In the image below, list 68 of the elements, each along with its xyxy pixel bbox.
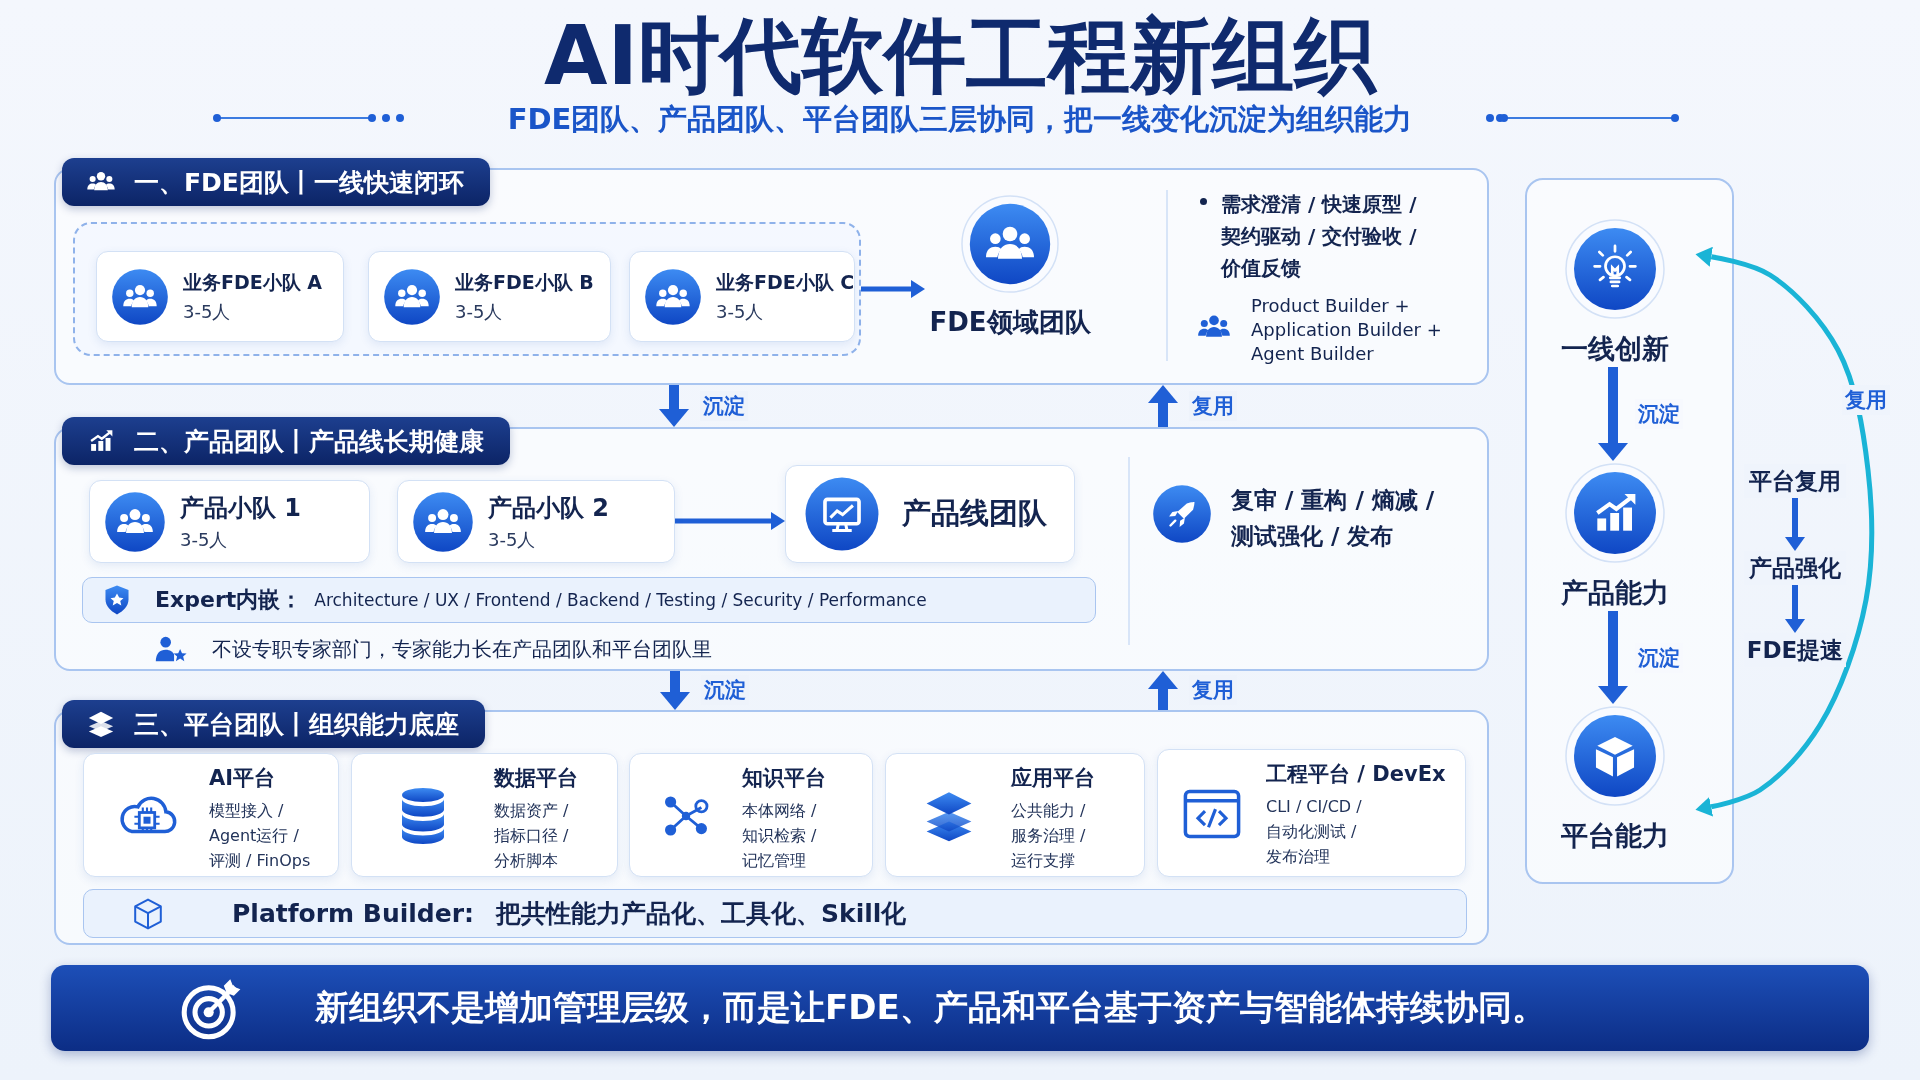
platform-name: AI平台: [209, 765, 277, 792]
arrow: [1785, 585, 1805, 633]
subtitle: FDE团队、产品团队、平台团队三层协同，把一线变化沉淀为组织能力: [507, 101, 1413, 138]
task-list-text: 需求澄清 / 快速原型 / 契约驱动 / 交付验收 / 价值反馈: [1221, 191, 1418, 282]
platform-features: 公共能力 / 服务治理 / 运行支撑: [1011, 800, 1087, 872]
note-text: 不设专职专家部门，专家能力长在产品团队和平台团队里: [212, 636, 712, 663]
platform-features: 模型接入 / Agent运行 / 评测 / FinOps: [209, 800, 312, 872]
summary-banner: [51, 965, 1869, 1051]
practice-list-text: 复审 / 重构 / 熵减 / 测试强化 / 发布: [1231, 486, 1436, 551]
summary-text: 新组织不是增加管理层级，而是让FDE、产品和平台基于资产与智能体持续协同。: [315, 986, 1546, 1029]
team-name: 产品小队 2: [488, 492, 610, 524]
team-card: [785, 465, 1075, 563]
team-name: 业务FDE小队 B: [455, 269, 594, 295]
stage-name: 产品能力: [1561, 576, 1669, 610]
stage-name: 平台能力: [1561, 819, 1669, 853]
arrow: [1148, 385, 1178, 427]
column-panel: [1525, 178, 1734, 884]
expert-bar: [82, 577, 1096, 623]
stage-name: 一线创新: [1561, 332, 1669, 366]
builder-text: 把共性能力产品化、工具化、Skill化: [496, 898, 907, 930]
platform-card: [1157, 749, 1466, 877]
team-name: 产品小队 1: [180, 492, 302, 524]
team-card: [96, 251, 344, 342]
platform-name: 数据平台: [494, 765, 579, 792]
arrow: [1598, 367, 1628, 461]
curved-arrow: [1695, 246, 1875, 817]
diagram-title: AI时代软件工程新组织: [544, 8, 1376, 104]
section-title: 二、产品团队丨产品线长期健康: [134, 425, 484, 458]
expert-heading: Expert内嵌：: [155, 586, 303, 614]
team-name: 产品线团队: [902, 495, 1047, 532]
platform-card: [629, 753, 873, 877]
team-card: [397, 480, 675, 563]
team-name: FDE领域团队: [929, 306, 1091, 339]
team-card: [368, 251, 611, 342]
arrow: [1598, 611, 1628, 704]
platform-name: 应用平台: [1011, 765, 1096, 792]
platform-name: 工程平台 / DevEx: [1266, 761, 1446, 788]
team-size: 3-5人: [455, 299, 504, 324]
edge-label: 复用: [1189, 391, 1237, 421]
arrow: [1785, 498, 1805, 551]
platform-card: [885, 753, 1145, 877]
team-card: [89, 480, 370, 563]
expert-list: Architecture / UX / Frontend / Backend / Testing / Security / Performance: [314, 590, 927, 610]
team-card: [629, 251, 855, 342]
builder-bar: [83, 889, 1467, 938]
platform-features: 数据资产 / 指标口径 / 分析脚本: [494, 800, 570, 872]
section-title: 三、平台团队丨组织能力底座: [134, 708, 459, 741]
team-size: 3-5人: [488, 527, 537, 552]
team-size: 3-5人: [716, 299, 765, 324]
arrow: [1148, 671, 1178, 710]
platform-features: 本体网络 / 知识检索 / 记忆管理: [742, 800, 818, 872]
platform-features: CLI / CI/CD / 自动化测试 / 发布治理: [1266, 796, 1363, 868]
team-size: 3-5人: [180, 527, 229, 552]
arrow: [659, 385, 689, 427]
platform-card: [351, 753, 618, 877]
dashed-group-frame: [73, 222, 861, 356]
section-title: 一、FDE团队丨一线快速闭环: [134, 166, 464, 199]
arrow: [660, 671, 690, 710]
team-name: 业务FDE小队 C: [716, 269, 855, 295]
edge-label: 沉淀: [700, 391, 748, 421]
team-name: 业务FDE小队 A: [183, 269, 323, 295]
arrow: [861, 280, 925, 298]
role-list-text: Product Builder + Application Builder + Agent Builder: [1251, 294, 1443, 366]
platform-name: 知识平台: [742, 765, 827, 792]
builder-text: Platform Builder:: [232, 899, 475, 928]
platform-card: [83, 753, 339, 877]
team-size: 3-5人: [183, 299, 232, 324]
arrow: [675, 512, 785, 530]
